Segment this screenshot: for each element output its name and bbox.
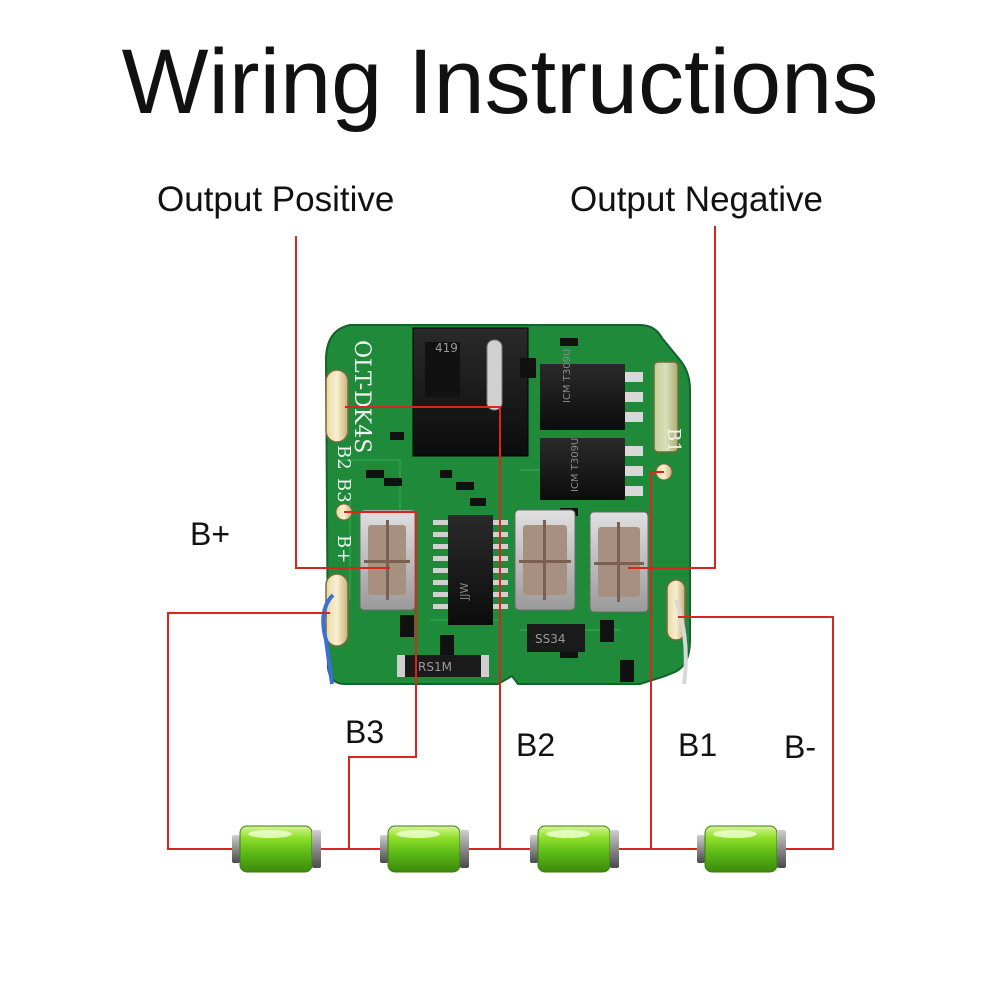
diode-rs1m-icon: RS1M	[397, 655, 489, 677]
label-output-negative: Output Negative	[570, 180, 823, 219]
wire-output-positive	[295, 236, 390, 569]
silk-bplus: B+	[333, 535, 354, 563]
pad-bplus-icon	[325, 573, 349, 647]
terminal-3-icon	[589, 511, 649, 613]
battery-4-icon	[697, 825, 786, 873]
pad-b1-icon	[653, 361, 679, 453]
label-b-plus: B+	[190, 516, 231, 552]
silk-b2: B2	[333, 445, 354, 470]
pad-b2-icon	[325, 369, 349, 443]
wire-b2	[345, 406, 501, 849]
wire-b1	[650, 471, 664, 849]
wires	[167, 226, 834, 850]
silk-model: OLT-DK4S	[349, 340, 374, 453]
diode-rs1m-text: RS1M	[418, 660, 452, 674]
battery-2-icon	[380, 825, 469, 873]
label-b1: B1	[678, 727, 718, 763]
diode-ss34-icon: SS34	[527, 624, 585, 652]
silk-b1: B1	[663, 428, 684, 453]
pad-bminus-icon	[666, 579, 686, 641]
wire-bminus	[678, 616, 834, 850]
connector-text: 419	[435, 341, 458, 355]
pcb-board: 419 ICM T309U ICM T309U	[321, 324, 691, 685]
mosfet-top-icon: ICM T309U	[540, 349, 643, 430]
mosfet-bottom-icon: ICM T309U	[540, 438, 643, 500]
battery-1-icon	[232, 825, 321, 873]
main-ic-text: JJW	[458, 583, 471, 601]
diode-ss34-text: SS34	[535, 632, 566, 646]
battery-3-icon	[530, 825, 619, 873]
terminal-2-icon	[514, 509, 576, 611]
silk-b3: B3	[333, 478, 354, 503]
label-b3: B3	[345, 714, 385, 750]
mosfet-top-text: ICM T309U	[562, 349, 573, 403]
page-title: Wiring Instructions	[121, 31, 879, 133]
label-output-positive: Output Positive	[157, 180, 395, 219]
wire-bplus	[167, 612, 330, 850]
mosfet-bottom-text: ICM T309U	[570, 438, 581, 492]
wire-output-negative	[628, 226, 716, 569]
wire-b3	[344, 511, 417, 849]
label-b-minus: B-	[784, 729, 816, 765]
connector-icon: 419	[412, 327, 529, 457]
terminal-1-icon	[359, 509, 416, 611]
label-b2: B2	[516, 727, 556, 763]
